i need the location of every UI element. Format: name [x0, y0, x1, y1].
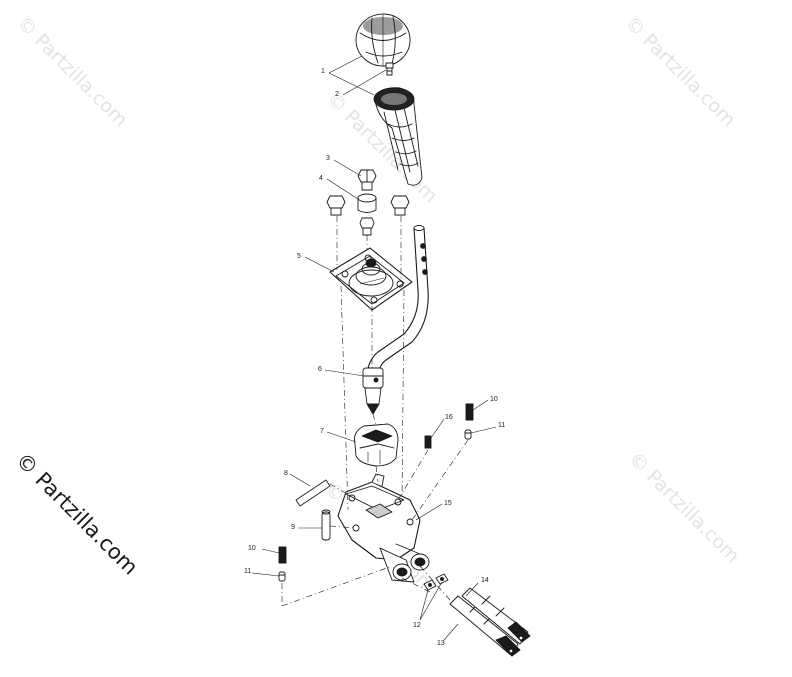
- callout-7: 7: [320, 428, 324, 435]
- alignment-lines: [281, 216, 469, 607]
- callout-10-left: 10: [248, 545, 256, 552]
- leader-lines: [251, 55, 497, 641]
- bushing-spacer: [357, 193, 377, 213]
- hex-nut-left: [326, 195, 346, 216]
- shift-gate: [353, 423, 399, 467]
- shift-lever: [362, 225, 429, 415]
- shift-handle-boot: [373, 87, 423, 186]
- hex-nut-right: [390, 195, 410, 216]
- spring-left-10: [278, 546, 287, 564]
- callout-14: 14: [481, 577, 489, 584]
- callout-8: 8: [284, 470, 288, 477]
- callout-15: 15: [444, 500, 452, 507]
- callout-3: 3: [326, 155, 330, 162]
- hex-nut-top: [357, 169, 377, 191]
- callout-4: 4: [319, 175, 323, 182]
- callout-16: 16: [445, 414, 453, 421]
- shift-knob: [355, 13, 411, 67]
- callout-11-right: 11: [498, 422, 506, 429]
- shifter-housing: [337, 473, 430, 583]
- knob-screw: [385, 62, 394, 76]
- detent-ball-left-11: [278, 571, 286, 582]
- hex-nut-center: [359, 217, 375, 236]
- shift-rail-14: [461, 587, 531, 645]
- shaft-pin: [295, 479, 331, 507]
- boot-plate-assembly: [329, 247, 413, 311]
- callout-13: 13: [437, 640, 445, 647]
- detent-ball-right-11: [464, 429, 472, 440]
- callout-11-left: 11: [244, 568, 252, 575]
- washers: [423, 573, 449, 591]
- callout-9: 9: [291, 524, 295, 531]
- callout-2: 2: [335, 91, 339, 98]
- callout-1: 1: [321, 68, 325, 75]
- callout-12: 12: [413, 622, 421, 629]
- spring-right-10: [465, 403, 474, 421]
- dowel-pin: [321, 509, 331, 541]
- callout-10-right: 10: [490, 396, 498, 403]
- callout-6: 6: [318, 366, 322, 373]
- spring-right-16: [424, 435, 432, 449]
- callout-5: 5: [297, 253, 301, 260]
